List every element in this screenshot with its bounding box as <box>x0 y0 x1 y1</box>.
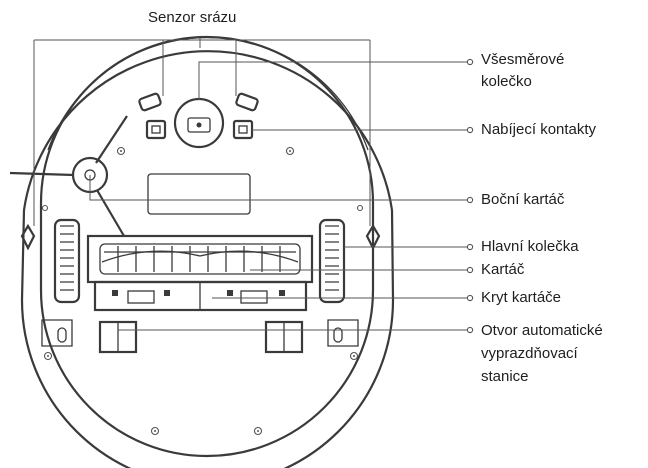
dock-port-right <box>264 320 304 354</box>
omni-wheel <box>173 97 225 149</box>
main-brush <box>86 234 314 284</box>
label-brush-cover: Kryt kartáče <box>481 289 562 306</box>
label-plate <box>147 173 251 215</box>
main-wheel-left <box>53 218 81 304</box>
leader-lines <box>33 38 468 331</box>
brush-cover <box>93 280 308 312</box>
leader-end-dots <box>466 58 474 334</box>
label-dock-port-line3: stanice <box>481 368 529 385</box>
main-wheel-right <box>318 218 346 304</box>
cliff-sensor-top-right <box>235 92 259 112</box>
label-main-wheels: Hlavní kolečka <box>481 238 579 255</box>
dock-port-left <box>98 320 138 354</box>
label-brush: Kartáč <box>481 261 525 278</box>
robot-body <box>20 35 395 468</box>
label-side-brush: Boční kartáč <box>481 191 565 208</box>
side-cliff-sensors <box>20 223 381 251</box>
cliff-sensor-top-left <box>138 92 162 112</box>
lower-clips <box>41 319 359 347</box>
label-cliff-sensor: Senzor srázu <box>148 9 237 26</box>
screws <box>41 146 364 436</box>
label-dock-port-line1: Otvor automatické <box>481 322 603 339</box>
label-omni-wheel-line1: Všesměrové <box>481 51 565 68</box>
label-omni-wheel-line2: kolečko <box>481 73 532 90</box>
label-charging-contacts: Nabíjecí kontakty <box>481 121 597 138</box>
label-dock-port-line2: vyprazdňovací <box>481 345 578 362</box>
side-brush <box>9 115 128 237</box>
